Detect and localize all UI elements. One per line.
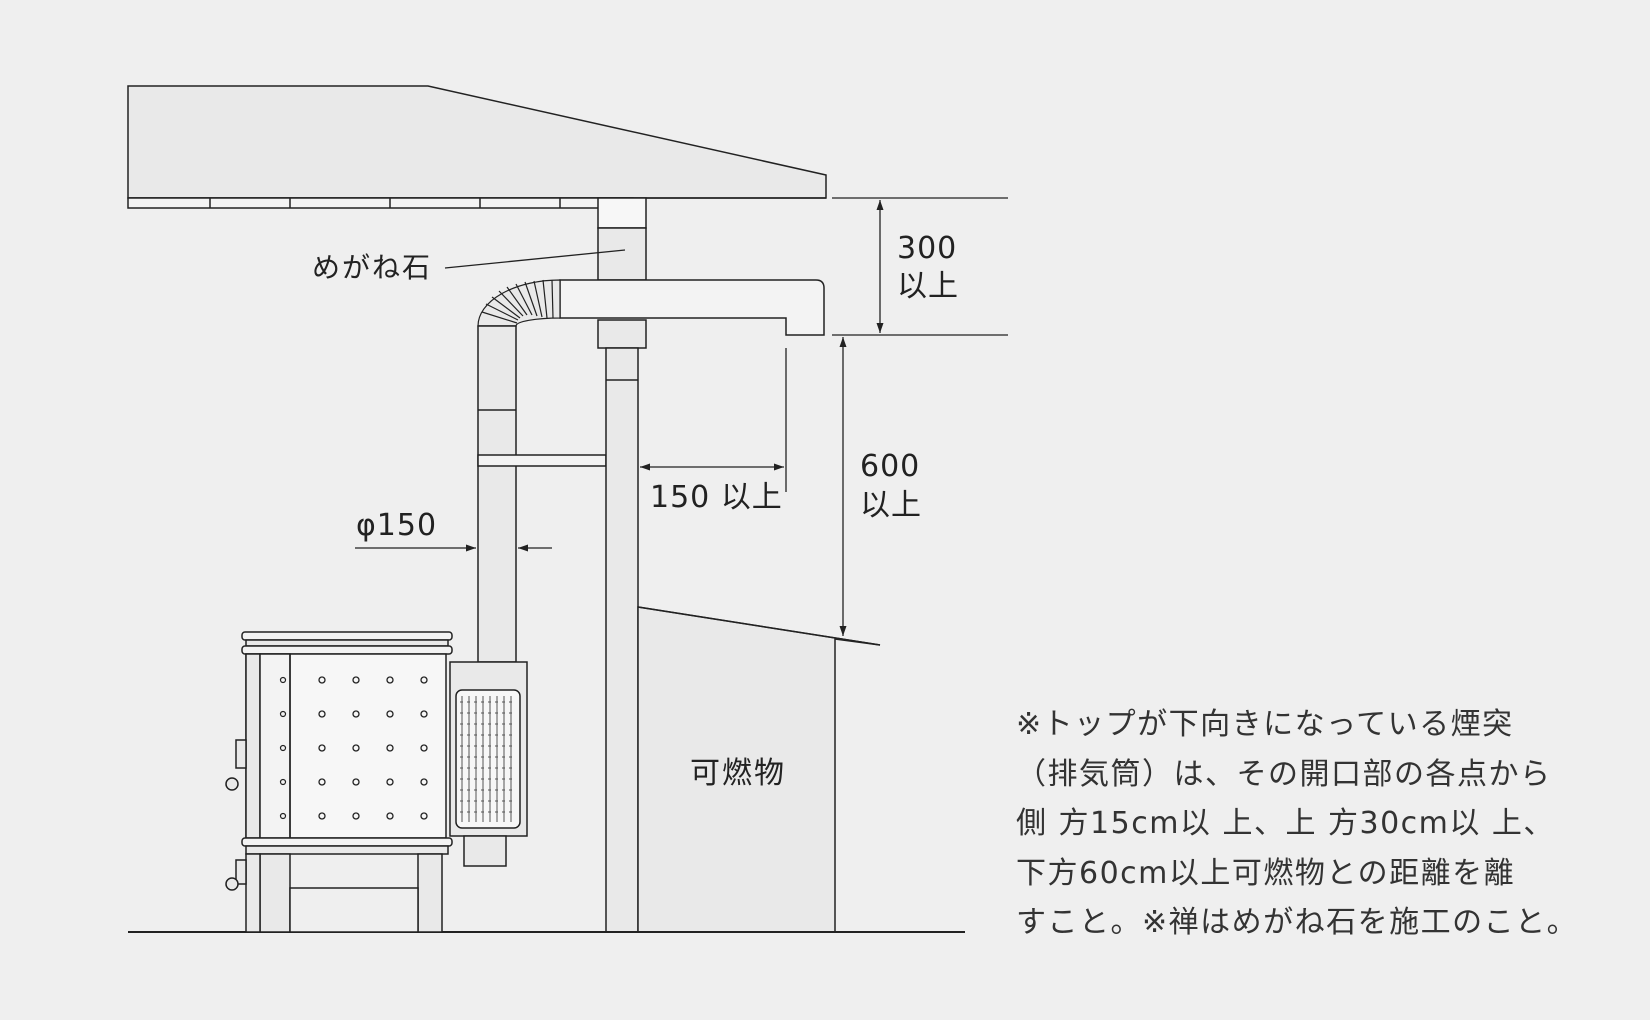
vent-hole bbox=[318, 744, 326, 752]
vent-hole bbox=[386, 710, 394, 718]
wood-stove bbox=[225, 631, 453, 933]
vent-hole bbox=[420, 744, 428, 752]
vent-hole bbox=[279, 812, 287, 820]
vent-hole bbox=[352, 778, 360, 786]
label-clear-bottom-unit: 以上 bbox=[860, 488, 922, 523]
vent-hole bbox=[386, 744, 394, 752]
vent-hole bbox=[420, 710, 428, 718]
vent-hole bbox=[352, 812, 360, 820]
vent-hole bbox=[318, 778, 326, 786]
support-pipe bbox=[605, 347, 639, 933]
vent-hole bbox=[318, 812, 326, 820]
flue-pipe bbox=[477, 325, 607, 663]
vent-hole bbox=[386, 812, 394, 820]
vent-hole bbox=[352, 710, 360, 718]
megane-ishi-sleeve bbox=[597, 197, 647, 349]
installation-note: ※トップが下向きになっている煙突 （排気筒）は、その開口部の各点から 側 方15… bbox=[1016, 700, 1636, 948]
label-clear-side: 150 以上 bbox=[650, 480, 783, 515]
note-line: 側 方15cm以 上、上 方30cm以 上、 bbox=[1016, 806, 1555, 841]
chimney-top-pipe bbox=[559, 279, 825, 336]
combustible-wall bbox=[637, 606, 881, 933]
vent-hole bbox=[352, 676, 360, 684]
note-line: 下方60cm以上可燃物との距離を離 bbox=[1016, 855, 1516, 891]
label-clear-bottom-value: 600 bbox=[860, 449, 920, 484]
vent-hole bbox=[318, 710, 326, 718]
label-megane-ishi: めがね石 bbox=[312, 251, 432, 284]
note-line: （排気筒）は、その開口部の各点から bbox=[1016, 756, 1552, 792]
vent-hole bbox=[279, 710, 287, 718]
label-combustible: 可燃物 bbox=[690, 756, 786, 791]
note-line: ※トップが下向きになっている煙突 bbox=[1016, 707, 1514, 742]
vent-hole bbox=[420, 812, 428, 820]
note-line: すこと。※禅はめがね石を施工のこと。 bbox=[1016, 905, 1579, 940]
label-diameter: φ150 bbox=[356, 508, 437, 543]
roof bbox=[127, 85, 827, 209]
diagram-labels: めがね石 300 以上 150 以上 600 以上 φ150 可燃物 bbox=[312, 231, 959, 791]
vent-hole bbox=[352, 744, 360, 752]
vent-hole bbox=[420, 676, 428, 684]
vent-hole bbox=[279, 778, 287, 786]
vent-hole bbox=[279, 676, 287, 684]
dimension-lines bbox=[355, 197, 1008, 636]
vent-hole bbox=[279, 744, 287, 752]
rear-grille bbox=[460, 696, 516, 822]
vent-hole bbox=[420, 778, 428, 786]
label-clear-top-unit: 以上 bbox=[897, 269, 959, 304]
vent-hole bbox=[386, 676, 394, 684]
vent-hole bbox=[318, 676, 326, 684]
vent-hole bbox=[386, 778, 394, 786]
chimney-elbow bbox=[477, 279, 561, 327]
label-clear-top-value: 300 bbox=[897, 231, 957, 266]
